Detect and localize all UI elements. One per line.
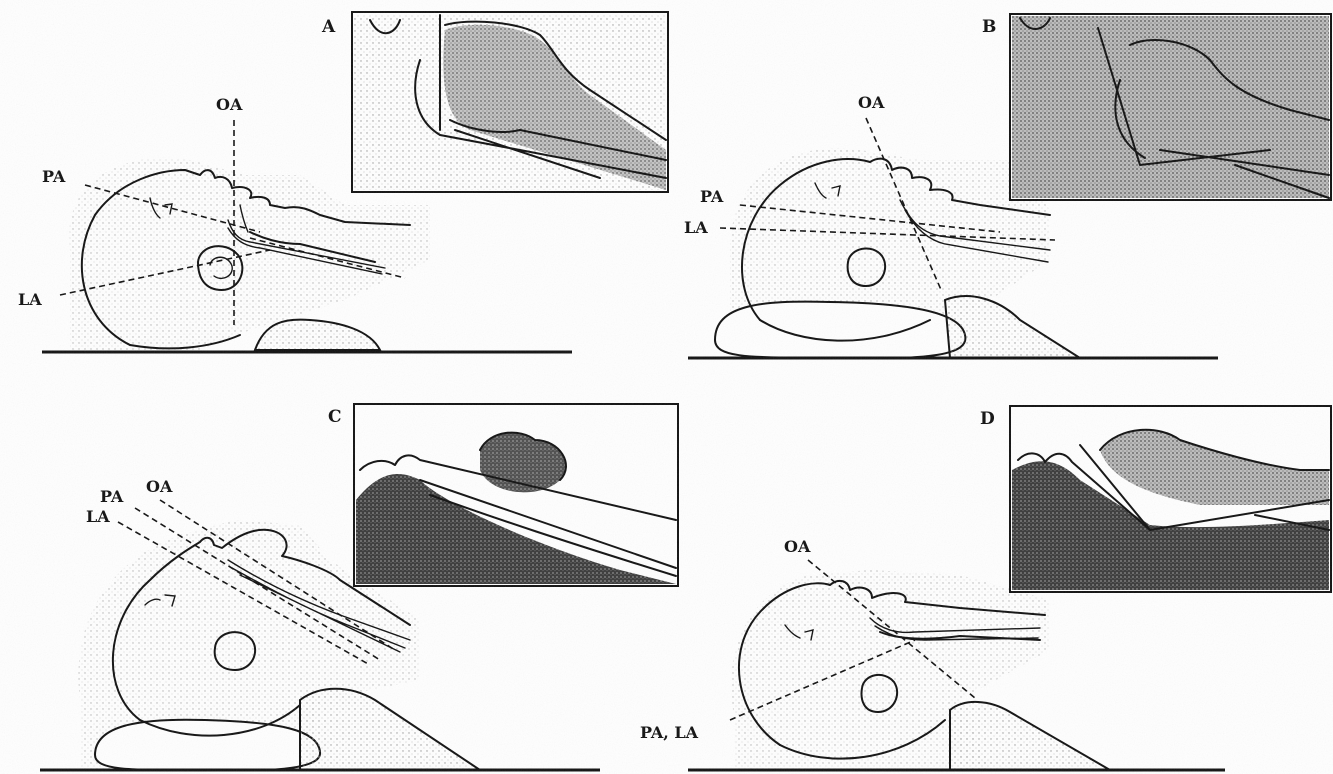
print-grain: [0, 0, 1333, 774]
airway-alignment-figure: OA PA LA A OA PA LA B: [0, 0, 1333, 774]
